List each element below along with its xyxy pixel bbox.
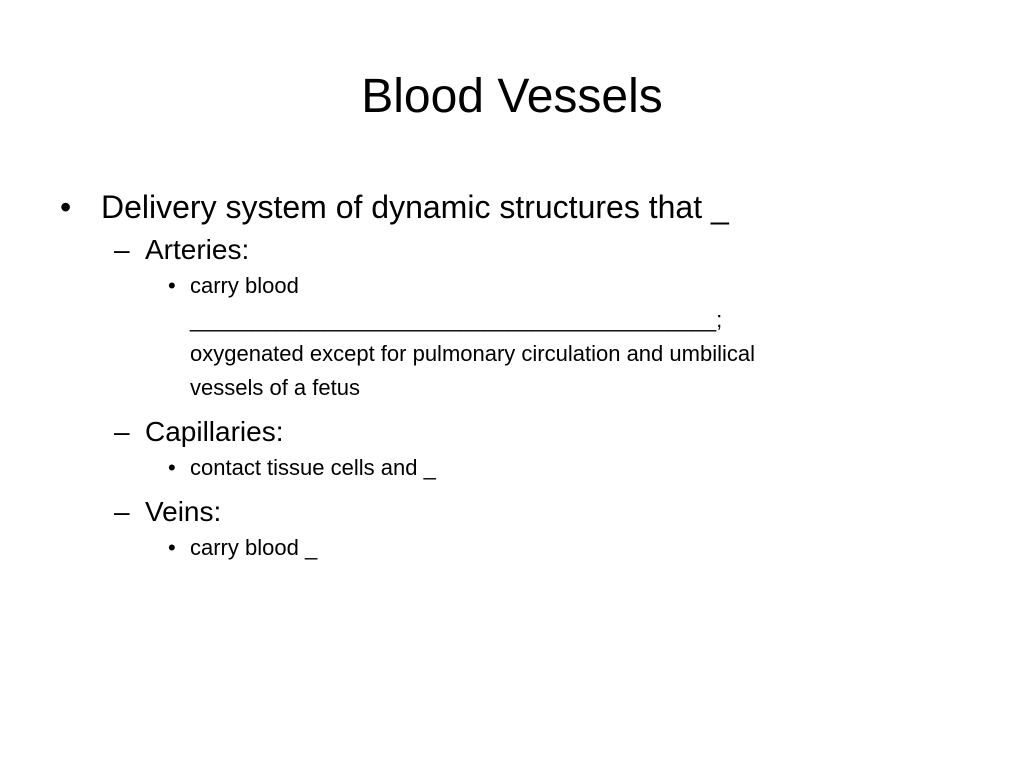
arteries-line-1: carry blood	[190, 273, 299, 298]
bullet-dot-icon: •	[60, 189, 72, 225]
veins-detail: • carry blood _	[60, 531, 960, 565]
arteries-line-2: ________________________________________…	[190, 307, 723, 332]
capillaries-detail: • contact tissue cells and _	[60, 451, 960, 485]
veins-label: Veins:	[145, 496, 222, 527]
arteries-line-3: oxygenated except for pulmonary circulat…	[190, 341, 755, 366]
arteries-label: Arteries:	[145, 234, 250, 265]
dash-icon: –	[114, 496, 130, 527]
arteries-detail: • carry blood __________________________…	[60, 269, 960, 405]
bullet-delivery-system: • Delivery system of dynamic structures …	[60, 183, 960, 231]
dash-icon: –	[114, 234, 130, 265]
sub-bullet-capillaries: – Capillaries:	[60, 413, 960, 451]
slide-content: • Delivery system of dynamic structures …	[60, 183, 960, 573]
bullet-delivery-text: Delivery system of dynamic structures th…	[101, 189, 729, 225]
bullet-dot-icon: •	[168, 455, 176, 480]
arteries-line-4: vessels of a fetus	[190, 375, 360, 400]
dash-icon: –	[114, 416, 130, 447]
slide-title: Blood Vessels	[361, 70, 663, 123]
sub-bullet-arteries: – Arteries:	[60, 231, 960, 269]
sub-bullet-veins: – Veins:	[60, 493, 960, 531]
arteries-detail-text: carry blood ____________________________…	[60, 269, 950, 405]
veins-detail-text: carry blood _	[190, 535, 318, 560]
capillaries-detail-text: contact tissue cells and _	[190, 455, 436, 480]
bullet-dot-icon: •	[168, 273, 176, 298]
bullet-dot-icon: •	[168, 535, 176, 560]
capillaries-label: Capillaries:	[145, 416, 284, 447]
